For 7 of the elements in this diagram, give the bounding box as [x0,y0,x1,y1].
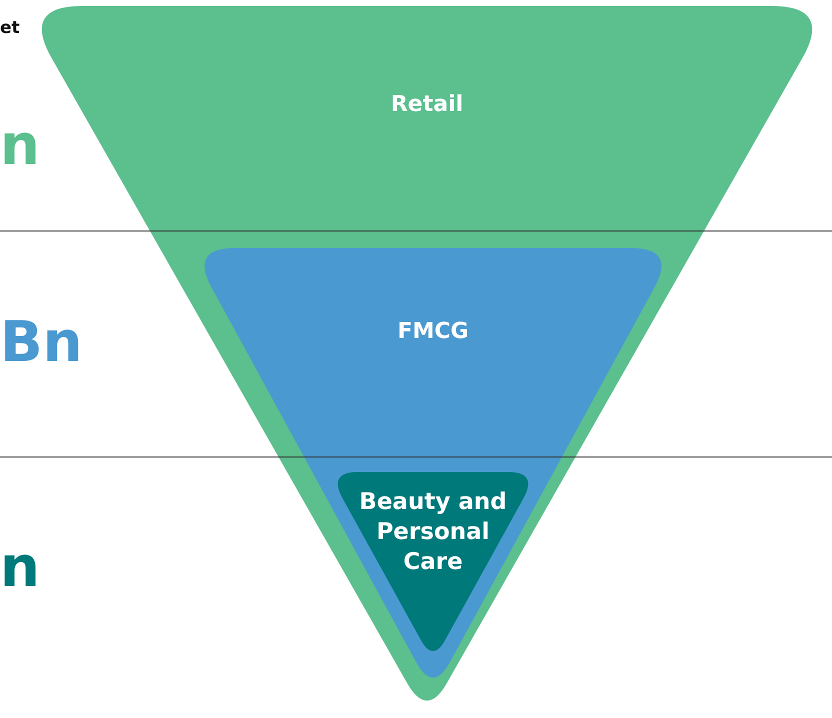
value-text: Bn [0,315,83,371]
value-text: n [0,540,40,596]
value-text: n [0,118,40,174]
segment-label: Retail [390,91,464,119]
segment-label: Beauty and Personal Care [358,488,508,577]
heading-text: et [0,20,20,37]
segment-label: FMCG [396,318,470,346]
